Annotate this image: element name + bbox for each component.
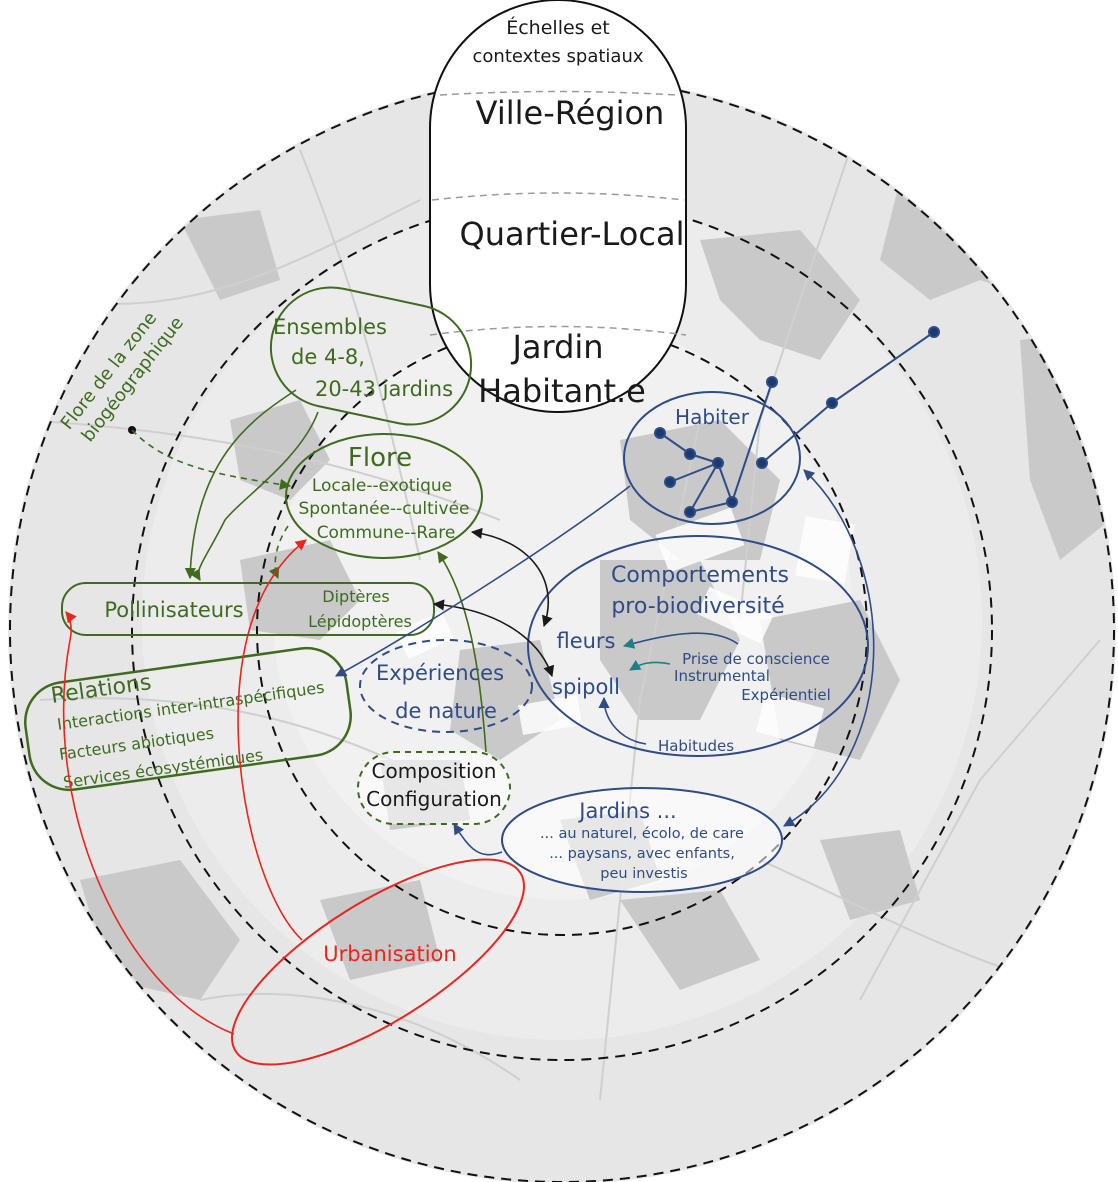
habitudes-label: Habitudes: [658, 737, 734, 755]
scales-pill: Échelles et contextes spatiaux Ville-Rég…: [429, 0, 687, 413]
urbanisation-node: [231, 858, 525, 1066]
dipteres-label: Diptères: [322, 587, 389, 606]
arrow-florezone-flore: [131, 429, 292, 490]
fleurs-label: fleurs: [556, 629, 615, 653]
habiter-node: [623, 391, 801, 525]
quartier-local-label: Quartier-Local: [460, 215, 685, 253]
relationship-arrows: [62, 389, 875, 1035]
flore-line3: Commune--Rare: [317, 523, 456, 543]
experiences-node: [359, 639, 533, 733]
ensembles-line3: 20-43 jardins: [315, 377, 453, 401]
urbanisation-label: Urbanisation: [323, 942, 456, 966]
arrow-jardins-composition: [453, 823, 503, 856]
scales-header-line1: Échelles et: [506, 16, 610, 39]
urbanisation-group: Urbanisation: [231, 858, 525, 1066]
experientiel-label: Expérientiel: [741, 686, 831, 704]
habitant-network: [654, 326, 940, 518]
comportements-line1: Comportements: [611, 563, 789, 588]
habitant-label: Habitant.e: [478, 372, 646, 410]
spipoll-label: spipoll: [552, 675, 620, 699]
instrumental-label: Instrumental: [674, 667, 770, 685]
arrow-flore-pollinisateurs: [268, 525, 289, 580]
arrow-instrumental-fleurs: [629, 660, 671, 671]
habiter-label: Habiter: [675, 405, 750, 429]
ensembles-line1: Ensembles: [273, 315, 387, 339]
arrow-prise-fleurs: [622, 632, 739, 649]
ensembles-line2: de 4-8,: [291, 345, 365, 369]
ensembles-node: [269, 286, 473, 426]
flore-title: Flore: [348, 443, 412, 473]
prise-label: Prise de conscience: [682, 650, 830, 668]
jardins-line1: ... au naturel, écolo, de care: [540, 826, 744, 842]
arrow-urbanisation-flore: [237, 539, 307, 941]
experiences-line1: Expériences: [376, 661, 504, 685]
pollinisateurs-label: Pollinisateurs: [104, 598, 243, 622]
arrow-habitudes-spipoll: [598, 696, 647, 745]
jardin-label: Jardin: [510, 328, 603, 366]
jardins-line2: ... paysans, avec enfants,: [549, 846, 735, 862]
composition-label: Composition: [372, 759, 497, 783]
jardins-line3: peu investis: [600, 866, 687, 882]
composition-node: [357, 751, 511, 825]
jardins-title: Jardins ...: [577, 799, 676, 823]
arrow-habiter-jardins: [783, 469, 875, 827]
flore-line1: Locale--exotique: [312, 476, 452, 496]
comportements-line2: pro-biodiversité: [611, 594, 784, 619]
flore-line2: Spontanée--cultivée: [298, 499, 469, 519]
configuration-label: Configuration: [366, 787, 502, 811]
jardins-node: [501, 787, 783, 893]
arrow-urbanisation-pollinisateurs: [62, 611, 235, 1035]
relations-node: [23, 646, 353, 792]
scales-header-line2: contextes spatiaux: [473, 46, 644, 67]
arrow-ensembles-relations: [190, 411, 319, 581]
ville-region-circle: [9, 77, 1115, 1182]
lepidopteres-label: Lépidoptères: [308, 612, 412, 631]
experiences-line2: de nature: [395, 699, 497, 723]
arrow-ensembles-pollinisateurs: [184, 389, 297, 580]
ville-region-label: Ville-Région: [476, 94, 665, 132]
arrow-habiter-relations: [335, 485, 631, 677]
arrow-pollinisateurs-spipoll: [432, 599, 555, 678]
flore-node: [285, 433, 483, 559]
